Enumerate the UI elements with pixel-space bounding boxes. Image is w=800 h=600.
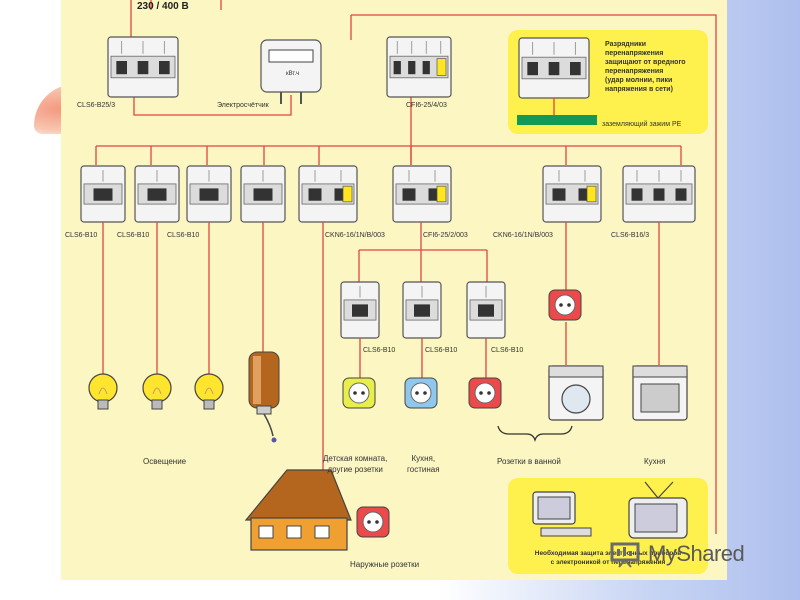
light-bulb-icon [194, 373, 224, 410]
caption-kitchen-line2: гостиная [407, 465, 440, 474]
light-bulb-icon [142, 373, 172, 410]
row2-label: CFI6-25/2/003 [423, 232, 468, 239]
breaker-kitchen-3pole [622, 165, 696, 223]
surge-arrester [518, 37, 590, 99]
row2-label: CLS6-B16/3 [611, 232, 650, 239]
breaker-boiler [240, 165, 286, 223]
protection-line2: с электроникой от перенапряжения [550, 559, 666, 566]
row2-label: CKN6-16/1N/B/003 [493, 232, 553, 239]
caption-kids: Детская комната, другие розетки [323, 453, 387, 475]
supply-voltage-label: 230 / 400 В [137, 1, 189, 12]
row3-label: CLS6-B10 [425, 347, 458, 354]
breaker-row3-1 [340, 281, 380, 339]
row3-label: CLS6-B10 [491, 347, 524, 354]
row2-label: CLS6-B10 [167, 232, 200, 239]
presentation-icon [610, 542, 640, 568]
socket-kitchen-living [404, 377, 438, 409]
surge-line: защищают от вредного [605, 59, 686, 66]
wire-surge-to-electronics [351, 14, 717, 534]
main-breaker-label: CLS6-B25/3 [77, 102, 116, 109]
surge-line: перенапряжения [605, 68, 664, 75]
row3-label: CLS6-B10 [363, 347, 396, 354]
socket-red [468, 377, 502, 409]
washing-machine-icon [548, 365, 604, 421]
breaker-row3-3 [466, 281, 506, 339]
caption-kitchen-living: Кухня, гостиная [407, 453, 440, 475]
wiring-diagram-sheet: 230 / 400 В CLS6-B25/3 Электросчётчик кВ… [61, 0, 727, 580]
tv-icon [628, 481, 688, 539]
stove-icon [632, 365, 688, 421]
breaker-lighting-1 [80, 165, 126, 223]
rcd-label: CFI6-25/4/03 [406, 102, 447, 109]
caption-kids-line1: Детская комната, [323, 454, 388, 463]
protection-line1: Необходимая защита электронных приборов [534, 550, 682, 557]
electricity-meter-icon [260, 39, 322, 104]
main-breaker-3pole [107, 36, 179, 98]
bracket-bathroom [497, 425, 573, 443]
supply-wire [150, 0, 222, 10]
socket-outdoor [356, 506, 390, 538]
caption-bathroom: Розетки в ванной [497, 457, 561, 466]
breaker-lighting-2 [134, 165, 180, 223]
socket-kids-room [342, 377, 376, 409]
house-icon [244, 469, 352, 551]
light-bulb-icon [88, 373, 118, 410]
meter-unit: кВт.ч [286, 71, 300, 77]
wire-kitchen-branch [358, 222, 488, 282]
socket-bathroom [548, 289, 582, 321]
row2-label: CKN6-16/1N/B/003 [325, 232, 385, 239]
caption-kids-line2: другие розетки [327, 465, 383, 474]
surge-line: Разрядники [605, 41, 647, 48]
rcd-kitchen [392, 165, 452, 223]
surge-line: перенапряжения [605, 50, 664, 57]
water-heater-icon [248, 351, 280, 443]
caption-lighting: Освещение [143, 457, 187, 466]
rcbo-bathroom [542, 165, 602, 223]
meter-label: Электросчётчик [217, 102, 269, 109]
ground-clamp-label: заземляющий зажим PE [602, 121, 682, 128]
surge-text: Разрядники перенапряжения защищают от вр… [605, 40, 705, 94]
caption-outdoor: Наружные розетки [350, 560, 420, 569]
watermark-text: MyShared [648, 541, 745, 566]
wire-main-to-meter [133, 95, 292, 116]
caption-kitchen: Кухня [644, 457, 666, 466]
surge-line: напряжения в сети) [605, 86, 673, 93]
surge-line: (удар молнии, пики [605, 77, 673, 84]
rcbo-kids [298, 165, 358, 223]
computer-icon [532, 491, 592, 537]
residual-current-device [386, 36, 452, 98]
wiring-diagram [80, 0, 717, 551]
row2-label: CLS6-B10 [65, 232, 98, 239]
breaker-lighting-3 [186, 165, 232, 223]
row2-label: CLS6-B10 [117, 232, 150, 239]
electronics-protection-text: Необходимая защита электронных приборов … [523, 549, 693, 567]
ground-bar [517, 115, 597, 125]
watermark: MyShared [610, 537, 780, 571]
caption-kitchen-line1: Кухня, [411, 454, 436, 463]
breaker-row3-2 [402, 281, 442, 339]
